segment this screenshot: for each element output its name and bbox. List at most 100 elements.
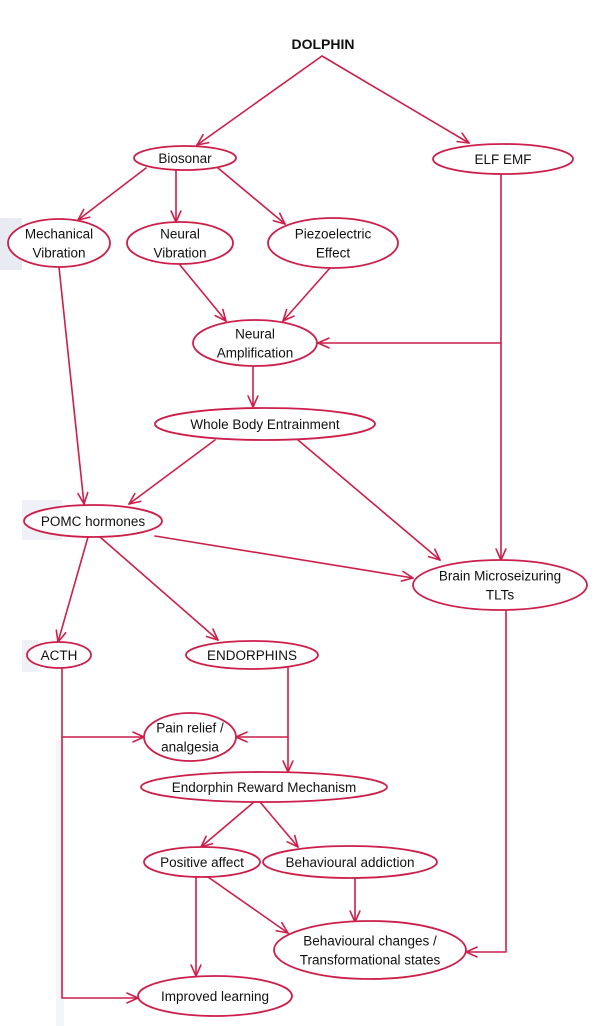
- node-label: Biosonar: [158, 151, 212, 166]
- arrowhead-icon: [247, 395, 254, 408]
- edge-pomc-hormones-to-endorphins: [99, 536, 219, 641]
- edge-line: [282, 267, 331, 322]
- node-label: ACTH: [41, 648, 78, 663]
- node-label: ENDORPHINS: [207, 648, 297, 663]
- node-ellipse: [26, 641, 92, 669]
- edge-line: [57, 536, 89, 643]
- arrowhead-icon: [212, 628, 219, 641]
- edge-positive-affect-to-improved-learning: [190, 876, 202, 977]
- arrowhead-icon: [287, 760, 294, 773]
- edge-dolphin-to-biosonar: [196, 55, 323, 146]
- arrowhead-icon: [500, 548, 507, 561]
- edge-elf-emf-to-brain-microseizuring: [495, 342, 507, 561]
- node-ellipse: [412, 559, 588, 611]
- node-label: Amplification: [217, 346, 294, 361]
- arrowhead-icon: [77, 208, 85, 221]
- edge-line: [297, 439, 441, 561]
- edge-line: [207, 876, 289, 934]
- arrowhead-icon: [286, 840, 299, 848]
- arrowhead-icon: [400, 577, 414, 582]
- edge-whole-body-entrainment-to-pomc-hormones: [128, 439, 216, 505]
- node-ellipse: [273, 920, 467, 980]
- arrowhead-icon: [196, 133, 204, 146]
- node-label: Piezoelectric: [295, 227, 372, 242]
- edge-pomc-hormones-to-acth: [55, 536, 89, 643]
- arrowhead-icon: [132, 731, 145, 738]
- arrowhead-icon: [495, 548, 502, 561]
- node-ellipse: [262, 845, 438, 879]
- node-label: Effect: [316, 246, 351, 261]
- arrowhead-icon: [126, 992, 139, 999]
- node-label: Brain Microseizuring: [439, 569, 561, 584]
- arrowhead-icon: [354, 910, 361, 923]
- node-label: Vibration: [32, 246, 85, 261]
- arrowhead-icon: [465, 951, 478, 958]
- edge-biosonar-to-mechanical-vibration: [77, 167, 147, 221]
- edge-acth-to-pain-relief: [61, 731, 145, 743]
- edge-line: [128, 439, 216, 505]
- node-ellipse: [23, 504, 163, 538]
- arrowhead-icon: [132, 736, 145, 743]
- node-pain-relief: Pain relief / analgesia: [143, 712, 237, 762]
- edge-line: [196, 55, 323, 146]
- arrowhead-icon: [200, 835, 207, 848]
- edges-layer: [55, 55, 507, 1004]
- edge-behavioural-addiction-to-behavioural-changes: [349, 877, 361, 923]
- arrowhead-icon: [57, 632, 67, 643]
- node-endorphins: ENDORPHINS: [185, 640, 319, 670]
- node-ellipse: [126, 221, 234, 265]
- node-label: Neural: [235, 327, 275, 342]
- node-label: Transformational states: [300, 953, 441, 968]
- arrowhead-icon: [214, 314, 227, 322]
- arrowhead-icon: [282, 315, 295, 322]
- node-behavioural-addiction: Behavioural addiction: [262, 845, 438, 879]
- node-biosonar: Biosonar: [133, 145, 237, 171]
- node-label: analgesia: [161, 740, 219, 755]
- node-label: Behavioural changes /: [303, 934, 437, 949]
- arrowhead-icon: [175, 210, 182, 223]
- node-ellipse: [7, 218, 111, 268]
- edge-line: [99, 536, 219, 641]
- arrowhead-icon: [281, 921, 289, 934]
- edge-neural-vibration-to-neural-amplification: [179, 264, 227, 322]
- node-label: Improved learning: [161, 989, 269, 1004]
- arrowhead-icon: [128, 492, 136, 505]
- arrowhead-icon: [317, 342, 330, 349]
- node-ellipse: [140, 771, 388, 803]
- edge-endorphin-reward-to-positive-affect: [200, 801, 255, 848]
- arrowhead-icon: [205, 635, 219, 641]
- node-label: Neural: [160, 227, 200, 242]
- arrowhead-icon: [252, 395, 259, 408]
- arrowhead-icon: [282, 760, 289, 773]
- arrowhead-icon: [427, 555, 441, 561]
- node-label: TLTs: [486, 588, 515, 603]
- edge-line: [321, 55, 470, 144]
- node-ellipse: [133, 145, 237, 171]
- edge-biosonar-to-piezoelectric-effect: [217, 167, 286, 225]
- node-improved-learning: Improved learning: [137, 975, 293, 1017]
- node-label: Whole Body Entrainment: [190, 417, 340, 432]
- node-ellipse: [154, 407, 376, 441]
- edge-whole-body-entrainment-to-brain-microseizuring: [297, 439, 441, 561]
- arrowhead-icon: [126, 997, 139, 1004]
- edge-biosonar-to-neural-vibration: [170, 169, 182, 223]
- node-label: Pain relief /: [156, 721, 224, 736]
- node-positive-affect: Positive affect: [143, 846, 261, 878]
- edge-line: [154, 535, 414, 579]
- node-label: Mechanical: [25, 227, 93, 242]
- node-label: Endorphin Reward Mechanism: [172, 780, 357, 795]
- edge-line: [465, 609, 507, 953]
- edge-line: [77, 167, 147, 221]
- arrowhead-icon: [349, 910, 356, 923]
- arrowhead-icon: [317, 337, 330, 344]
- arrowhead-icon: [235, 731, 248, 738]
- scan-shade-strip: [56, 740, 64, 1026]
- edge-endorphins-to-endorphin-reward: [282, 667, 294, 773]
- node-elf-emf: ELF EMF: [432, 143, 574, 175]
- arrowhead-icon: [456, 140, 470, 144]
- node-ellipse: [267, 217, 399, 269]
- arrowhead-icon: [465, 946, 478, 953]
